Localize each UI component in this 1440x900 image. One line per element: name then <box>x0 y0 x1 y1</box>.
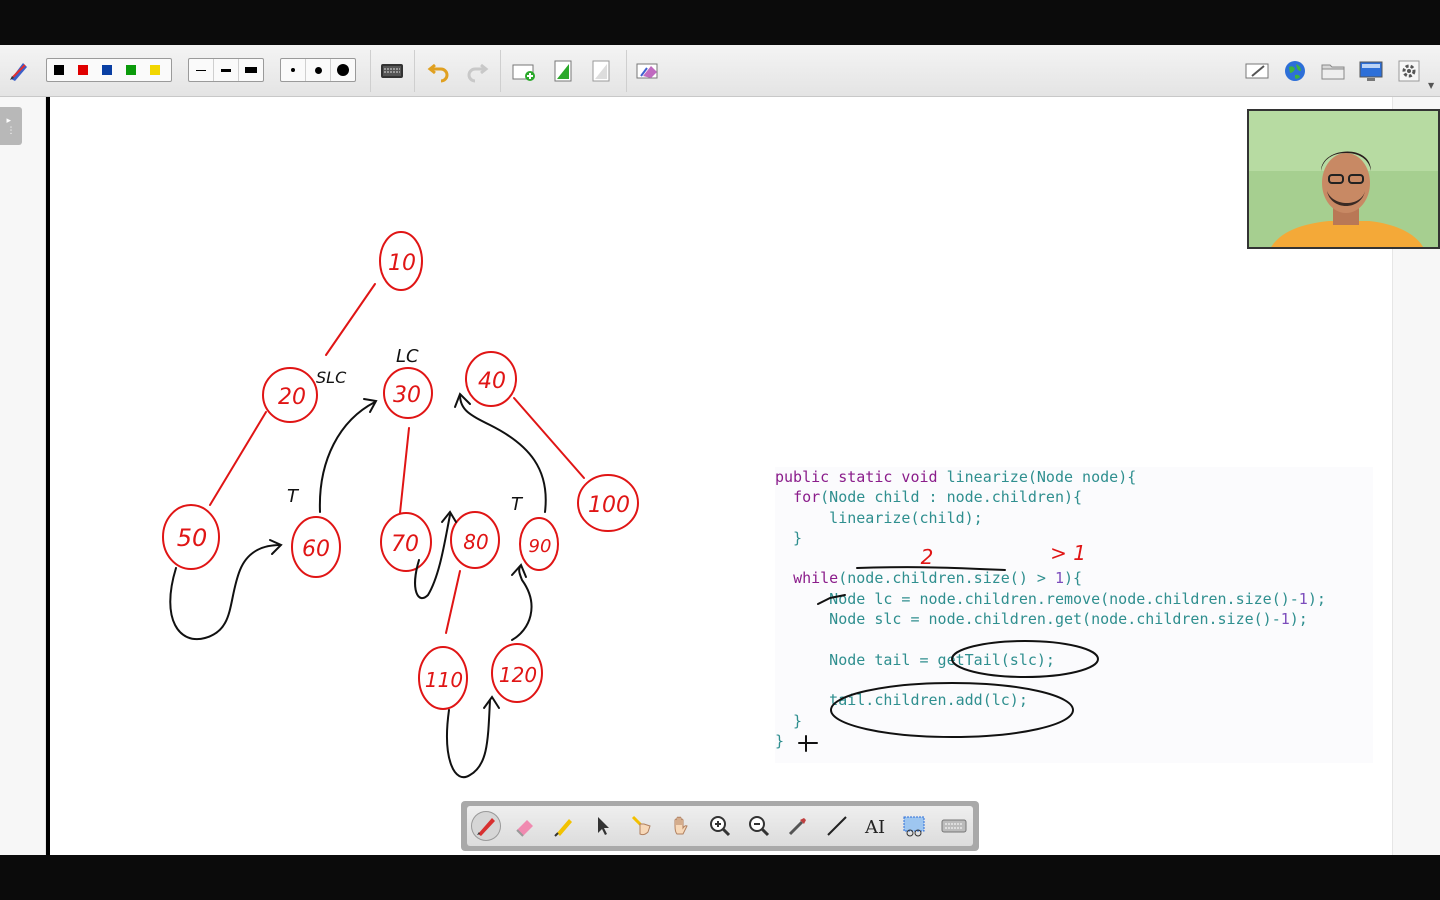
pen-settings-icon[interactable] <box>6 58 32 84</box>
zoom-in-icon[interactable] <box>705 811 735 841</box>
line-width-medium[interactable] <box>214 59 239 81</box>
point-size-medium[interactable] <box>306 59 331 81</box>
hand-icon[interactable] <box>666 811 696 841</box>
point-size-small[interactable] <box>281 59 306 81</box>
keyboard-input-icon[interactable] <box>939 811 969 841</box>
webcam-feed <box>1247 109 1440 249</box>
color-swatch-red[interactable] <box>71 59 95 81</box>
edit-icon[interactable] <box>1244 58 1270 84</box>
code-line <box>775 629 1373 649</box>
presenter-video <box>1249 111 1438 247</box>
globe-icon[interactable] <box>1282 58 1308 84</box>
previous-page-icon[interactable] <box>588 58 614 84</box>
screenshot-icon[interactable] <box>900 811 930 841</box>
code-line: Node lc = node.children.remove(node.chil… <box>775 589 1326 608</box>
line-icon[interactable] <box>822 811 852 841</box>
code-line: } <box>775 731 785 750</box>
eraser-icon[interactable] <box>510 811 540 841</box>
color-swatch-yellow[interactable] <box>143 59 167 81</box>
line-width-thin[interactable] <box>189 59 214 81</box>
laser-icon[interactable] <box>627 811 657 841</box>
window-bottom-bar <box>0 855 1440 900</box>
redo-icon[interactable] <box>464 58 490 84</box>
folder-icon[interactable] <box>1320 58 1346 84</box>
expand-arrow-icon: ▸⋮ <box>6 116 16 136</box>
toolbar-dropdown-icon[interactable]: ▼ <box>1428 81 1435 90</box>
code-line: } <box>775 528 803 547</box>
pointer-icon[interactable] <box>588 811 618 841</box>
code-line: } <box>775 711 803 730</box>
eraser-board-icon[interactable] <box>635 58 661 84</box>
svg-text:I: I <box>878 817 885 838</box>
code-line: linearize(child); <box>775 508 983 527</box>
code-snippet: public static void linearize(Node node){… <box>775 467 1373 763</box>
pen-icon[interactable] <box>471 811 501 841</box>
zoom-out-icon[interactable] <box>744 811 774 841</box>
new-page-icon[interactable] <box>511 58 537 84</box>
color-palette <box>46 58 172 82</box>
code-line <box>775 670 1373 690</box>
code-line: Node slc = node.children.get(node.childr… <box>775 610 1308 629</box>
svg-text:A: A <box>864 817 879 838</box>
code-line: public static void linearize(Node node){ <box>775 468 1137 486</box>
undo-icon[interactable] <box>426 58 452 84</box>
code-line: Node tail = getTail(slc); <box>775 650 1055 669</box>
keyboard-icon[interactable] <box>379 58 405 84</box>
window-top-bar <box>0 0 1440 45</box>
highlighter-icon[interactable] <box>549 811 579 841</box>
color-picker-icon[interactable] <box>783 811 813 841</box>
monitor-icon[interactable] <box>1358 58 1384 84</box>
side-panel-toggle[interactable]: ▸⋮ <box>0 107 22 145</box>
color-swatch-black[interactable] <box>47 59 71 81</box>
next-page-icon[interactable] <box>550 58 576 84</box>
top-toolbar: ▼ <box>0 45 1440 97</box>
point-size-selector <box>280 58 356 82</box>
code-line: for(Node child : node.children){ <box>793 488 1083 507</box>
color-swatch-blue[interactable] <box>95 59 119 81</box>
point-size-large[interactable] <box>331 59 355 81</box>
color-swatch-green[interactable] <box>119 59 143 81</box>
left-side-panel <box>0 97 46 855</box>
settings-icon[interactable] <box>1396 58 1422 84</box>
line-width-selector <box>188 58 264 82</box>
code-line <box>775 548 1373 568</box>
code-line: while(node.children.size() > 1){ <box>793 569 1083 588</box>
line-width-thick[interactable] <box>239 59 263 81</box>
code-line: tail.children.add(lc); <box>775 691 1028 710</box>
